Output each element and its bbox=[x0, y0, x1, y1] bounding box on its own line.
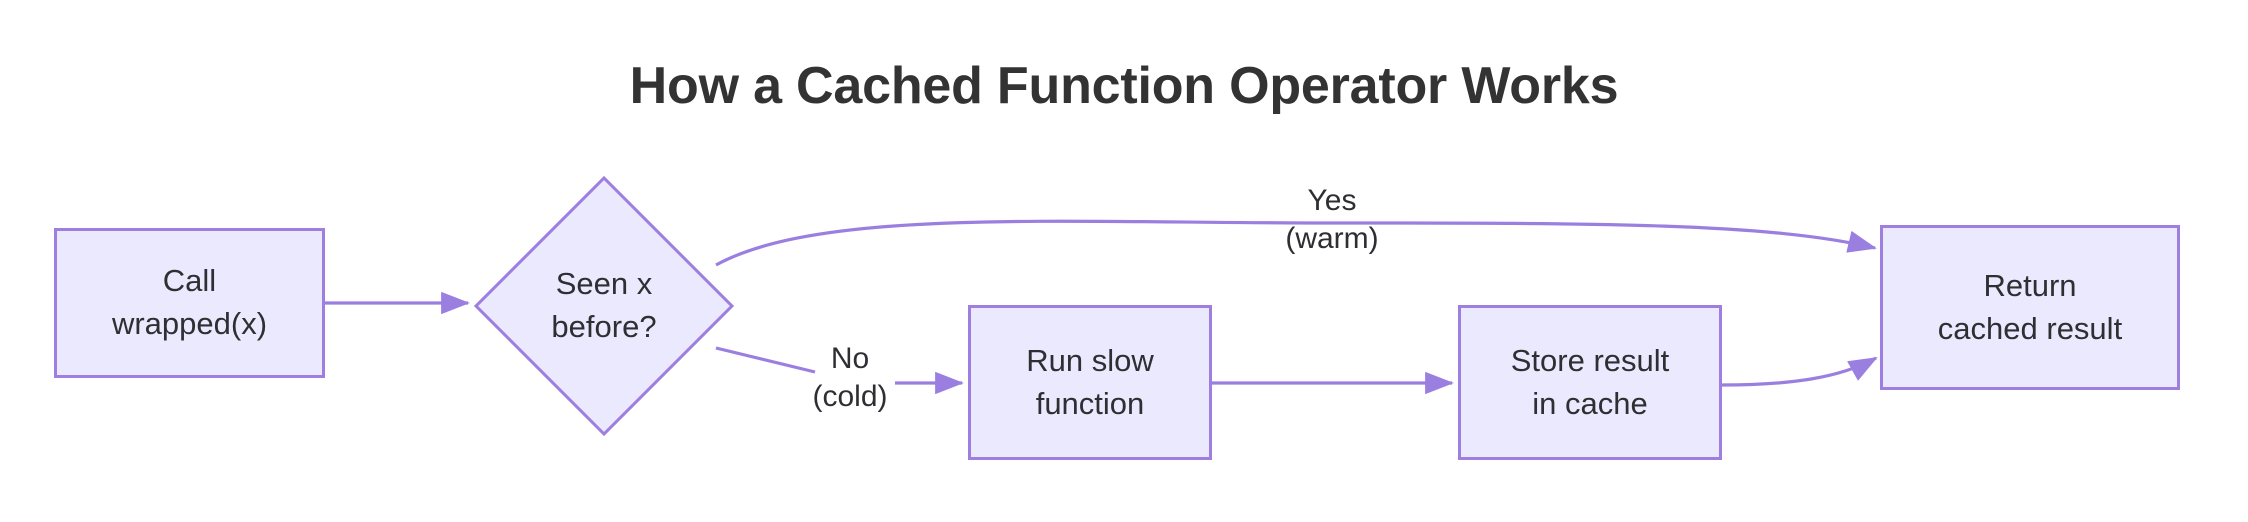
node-store-result-in-cache[interactable]: Store result in cache bbox=[1458, 305, 1722, 460]
node-return-cached-result[interactable]: Return cached result bbox=[1880, 225, 2180, 390]
edge-seen-no-to-run bbox=[715, 346, 962, 383]
edge-label-yes-warm: Yes (warm) bbox=[1285, 184, 1379, 255]
edge-label-no-cold: No (cold) bbox=[812, 342, 888, 413]
node-call-wrapped[interactable]: Call wrapped(x) bbox=[54, 228, 325, 378]
page-title: How a Cached Function Operator Works bbox=[629, 57, 1619, 115]
node-seen-before[interactable]: Seen x before? bbox=[473, 175, 735, 437]
node-seen-before-label: Seen x before? bbox=[551, 266, 657, 344]
edge-seen-yes-to-return bbox=[715, 219, 1877, 267]
node-run-slow-function[interactable]: Run slow function bbox=[968, 305, 1212, 460]
edge-store-to-return bbox=[1721, 356, 1878, 387]
